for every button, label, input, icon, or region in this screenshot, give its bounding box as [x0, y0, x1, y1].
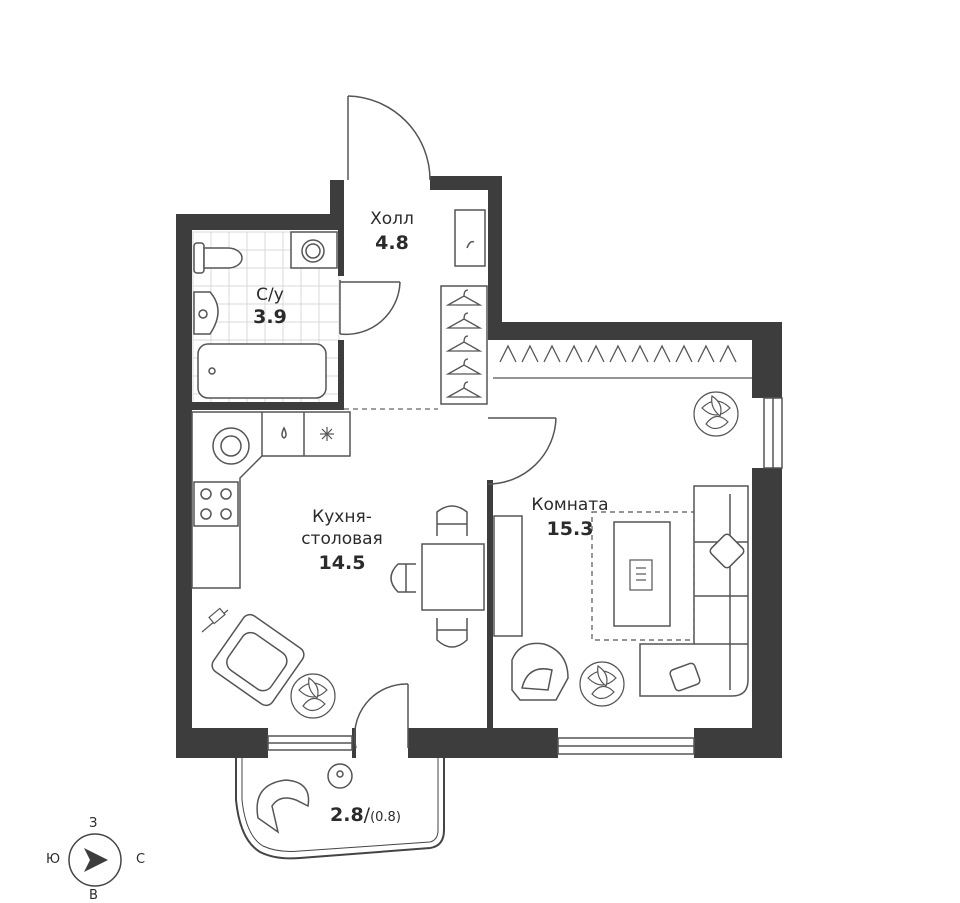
bathroom-name: С/у — [256, 285, 284, 305]
walls — [176, 176, 782, 758]
room-wardrobe — [493, 344, 752, 379]
plant-icon — [693, 391, 739, 437]
balcony-label: 2.8/(0.8) — [330, 804, 401, 826]
toilet-icon — [193, 242, 243, 274]
laptop-icon — [629, 559, 653, 591]
fridge-icon — [320, 427, 334, 441]
chair-icon — [436, 505, 468, 536]
compass — [68, 833, 122, 887]
wall-bath-bottom — [192, 402, 342, 410]
hall-name: Холл — [370, 209, 414, 229]
sofa-icon — [639, 485, 749, 697]
armchair-icon — [211, 613, 305, 707]
hall-area: 4.8 — [375, 232, 409, 254]
balcony — [235, 758, 445, 860]
armchair-icon — [256, 779, 310, 834]
hanger-icon — [445, 289, 483, 398]
balcony-furniture — [256, 763, 353, 834]
kitchen-area: 14.5 — [318, 552, 366, 574]
compass-west: Ю — [46, 852, 61, 867]
wall-hall-right — [488, 176, 502, 326]
chair-icon — [390, 563, 416, 593]
compass-north: З — [89, 816, 98, 831]
compass-east: С — [136, 852, 146, 867]
tv-icon — [493, 515, 523, 637]
door-bathroom[interactable] — [339, 280, 401, 336]
door-balcony[interactable] — [353, 683, 409, 749]
shoe-cabinet — [454, 209, 486, 267]
wall-bath-right-low — [338, 340, 344, 410]
side-table — [327, 763, 353, 789]
plants — [290, 391, 739, 719]
wall-room-top — [488, 322, 782, 340]
sink-icon — [193, 291, 219, 335]
door-room[interactable] — [487, 417, 557, 485]
armchair-icon — [511, 642, 569, 701]
bathroom-fixtures — [193, 231, 338, 399]
floor-lamp — [201, 607, 229, 633]
wall-bottom-left — [176, 728, 268, 758]
wall-bottom-mid — [352, 728, 356, 758]
chair-icon — [436, 618, 468, 648]
wall-bath-right — [338, 226, 344, 276]
windows — [267, 397, 783, 755]
wall-bottom-center — [408, 728, 558, 758]
hanger-icon — [499, 344, 737, 363]
wall-room-right-bottom — [752, 468, 782, 758]
kitchen-furniture — [191, 411, 351, 589]
balcony-area: 2.8 — [330, 804, 364, 826]
wall-left — [176, 214, 192, 758]
sink-icon — [212, 427, 250, 465]
wall-hall-top-right — [430, 176, 502, 190]
kitchen-name-line1: Кухня- — [312, 507, 372, 527]
wall-room-right-top — [752, 322, 782, 398]
wall-bath-top — [176, 214, 342, 230]
room-furniture — [493, 485, 749, 701]
room-area: 15.3 — [546, 518, 594, 540]
washing-machine-icon — [290, 231, 338, 269]
hall-wardrobe — [440, 209, 488, 405]
balcony-area-reduced: (0.8) — [370, 810, 401, 825]
stove-icon — [193, 481, 239, 527]
wall-bottom-right — [694, 728, 782, 758]
dishwasher-drop — [281, 426, 287, 439]
wall-partition-room — [487, 480, 493, 730]
bathroom-area: 3.9 — [253, 306, 287, 328]
kitchen-name-line2: столовая — [301, 529, 383, 549]
bathtub-icon — [197, 343, 327, 399]
compass-south: В — [89, 888, 98, 903]
plant-icon — [290, 673, 336, 719]
compass-arrow-icon — [84, 848, 108, 872]
wall-hall-top-left — [330, 180, 344, 230]
room-name: Комната — [531, 495, 609, 515]
kitchen-lounge — [201, 607, 305, 707]
dining-set — [390, 505, 485, 648]
doors — [339, 95, 557, 749]
plant-icon — [579, 661, 625, 707]
door-swing-icon[interactable] — [347, 95, 431, 181]
table-icon — [421, 543, 485, 611]
